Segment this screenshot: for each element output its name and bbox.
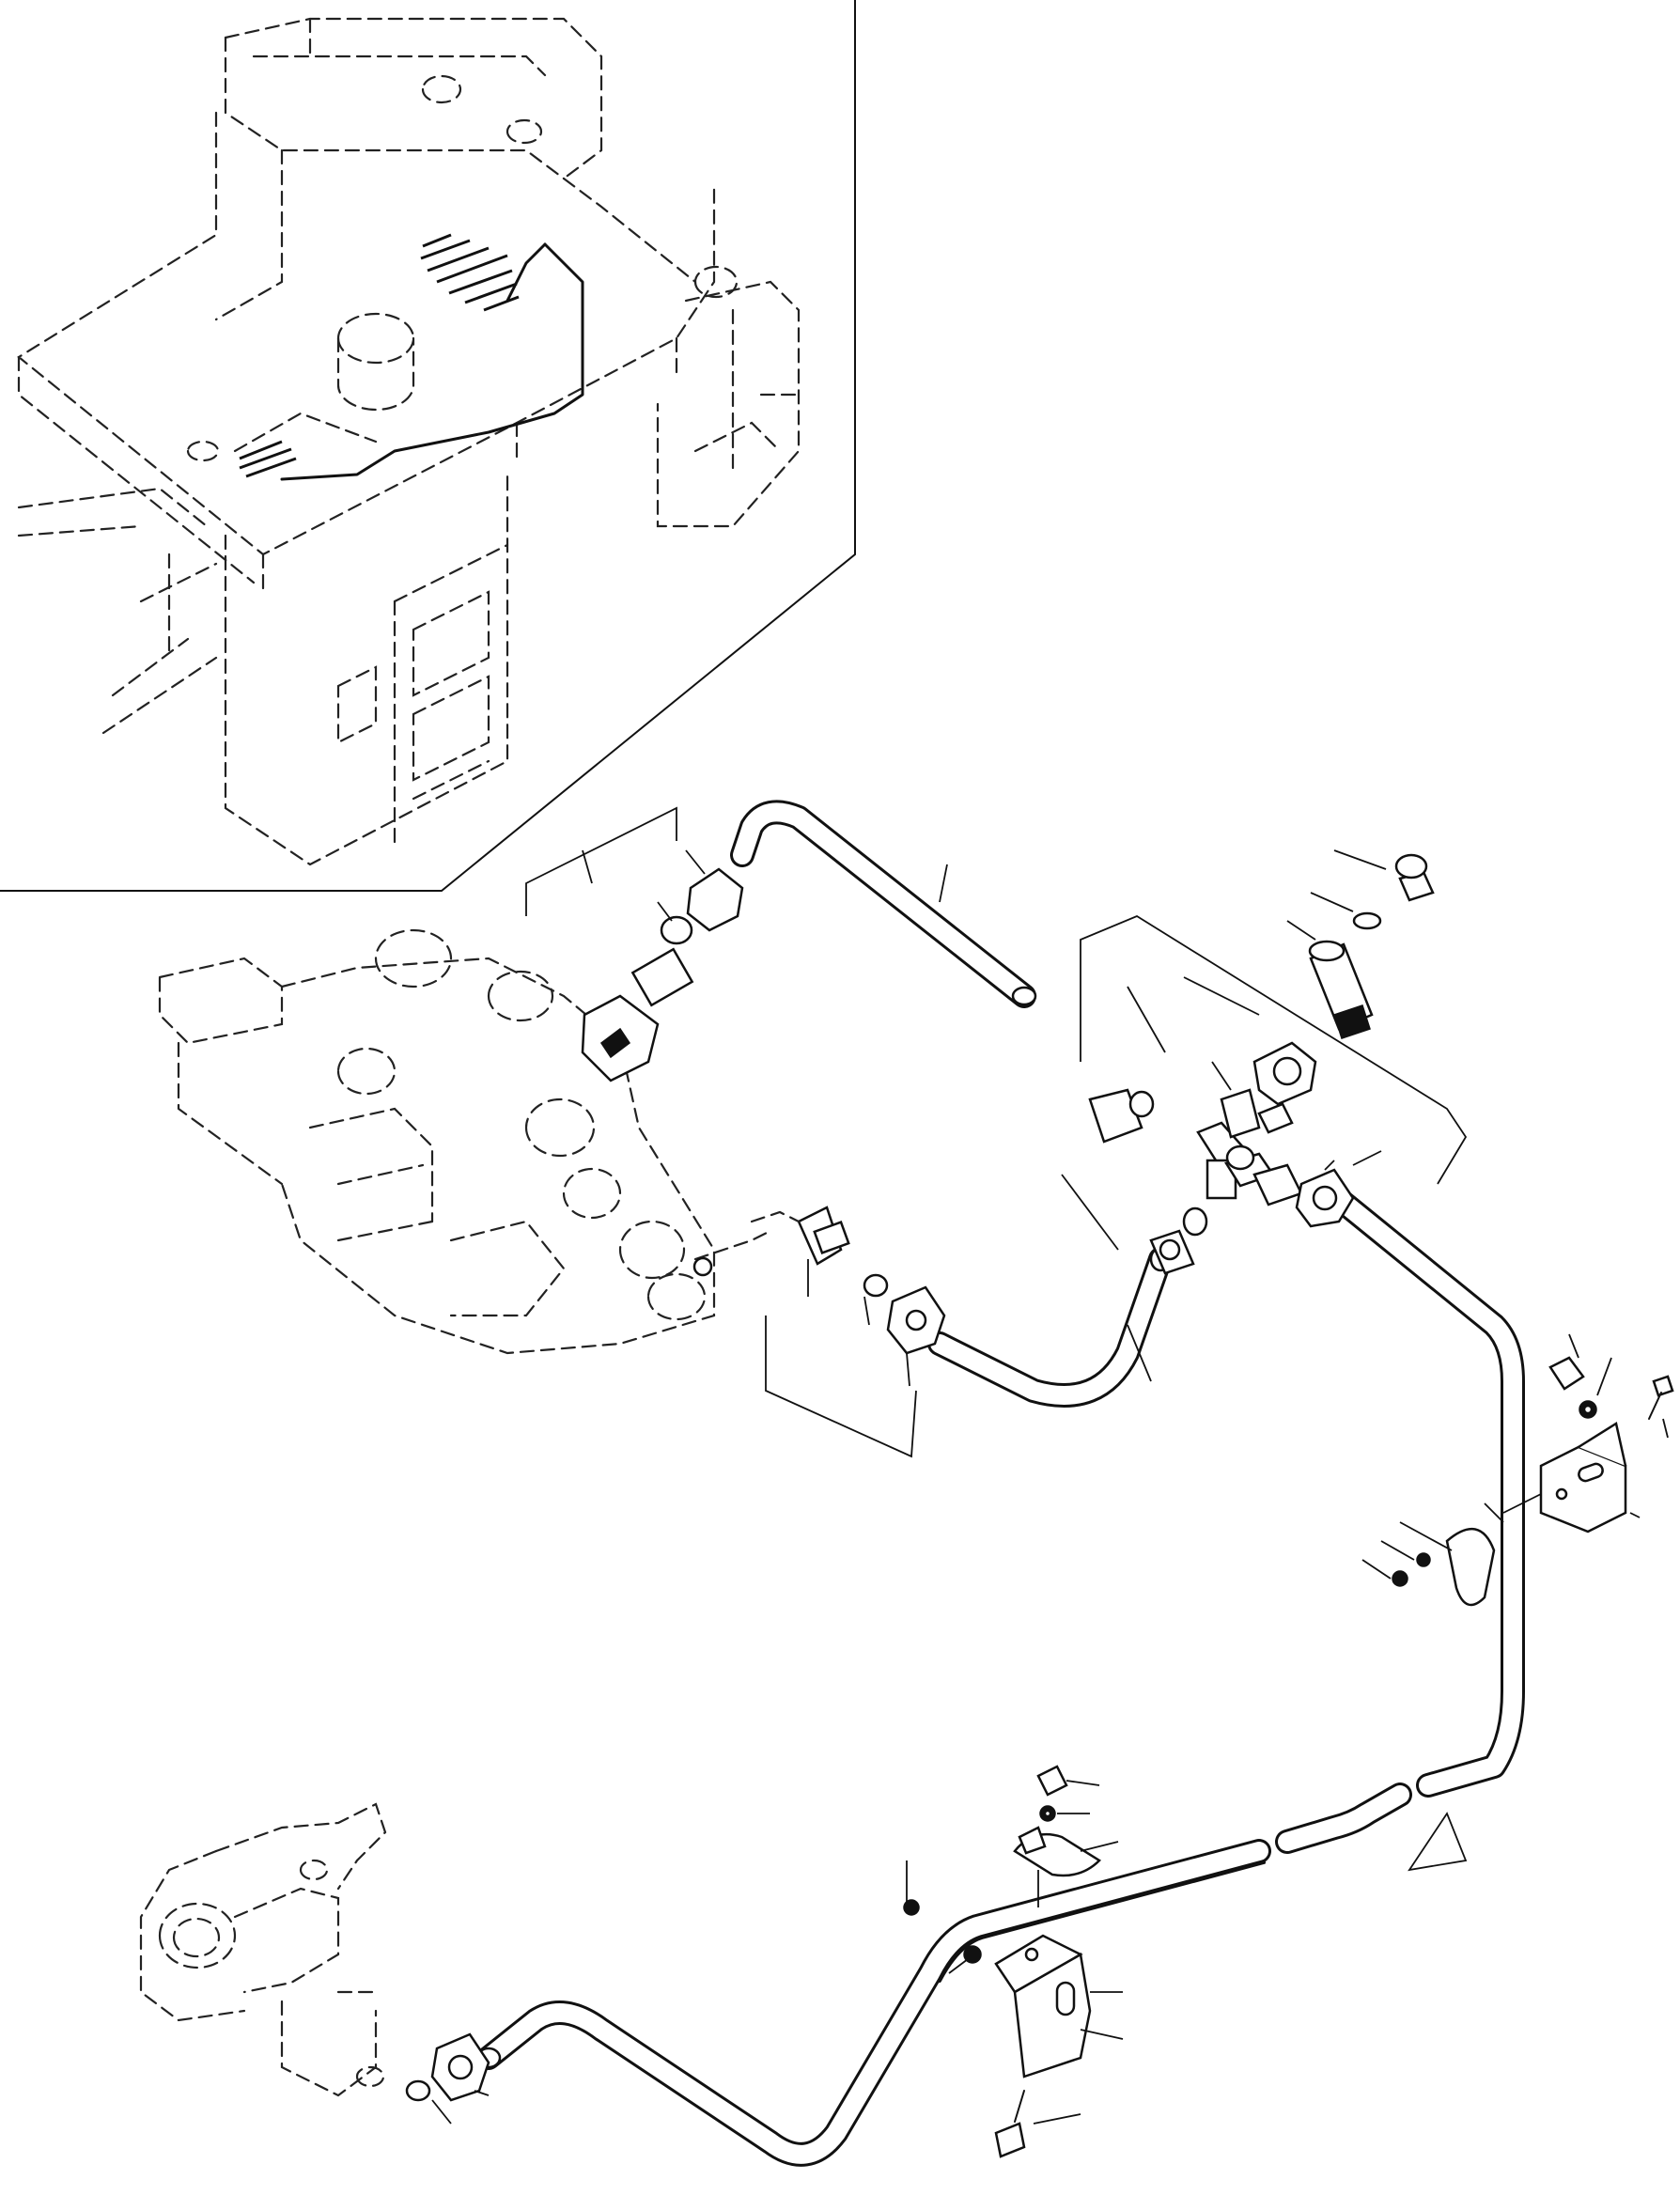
leader-line <box>1183 976 1260 1016</box>
mounting-bracket-upper <box>1502 1333 1674 1533</box>
leader-line <box>1352 1150 1382 1166</box>
leader-line <box>1333 849 1387 870</box>
machine-frame-inset <box>17 17 801 866</box>
mounting-bracket-lower <box>948 1934 1124 2158</box>
inset-hatch-upper <box>420 233 520 312</box>
leader-line <box>1286 920 1316 941</box>
leader-line <box>1310 892 1354 912</box>
plug-bolt <box>1352 853 1435 930</box>
fitting-group-lower-left <box>750 1206 946 1458</box>
control-valve <box>158 928 772 1355</box>
leader-line <box>939 864 948 903</box>
inset-border <box>0 0 856 892</box>
inset-pipe-route <box>280 242 584 481</box>
leader-line <box>1324 1160 1335 1171</box>
tube-clamp-upper <box>1361 1502 1504 1607</box>
leader-line <box>1211 1061 1232 1091</box>
hydraulic-tube-lower <box>927 1246 1173 1408</box>
hydraulic-tube-long <box>475 1191 1525 2167</box>
brake-valve <box>139 1802 387 2097</box>
inset-hatch-lower <box>239 440 297 478</box>
inset-view <box>0 0 856 892</box>
cross-fitting <box>1088 1041 1355 1275</box>
adapter-fitting <box>1308 940 1374 1039</box>
leader-line <box>1127 1324 1152 1382</box>
leader-line <box>1127 986 1166 1053</box>
leader-line <box>1061 1174 1119 1251</box>
hydraulic-tube-upper <box>730 800 1037 1008</box>
tube-clamp-lower <box>903 1765 1119 1916</box>
fitting-group-upper-left <box>525 806 744 1082</box>
fitting-brake-valve <box>405 2032 490 2125</box>
cross-group-leader <box>1080 914 1468 1185</box>
